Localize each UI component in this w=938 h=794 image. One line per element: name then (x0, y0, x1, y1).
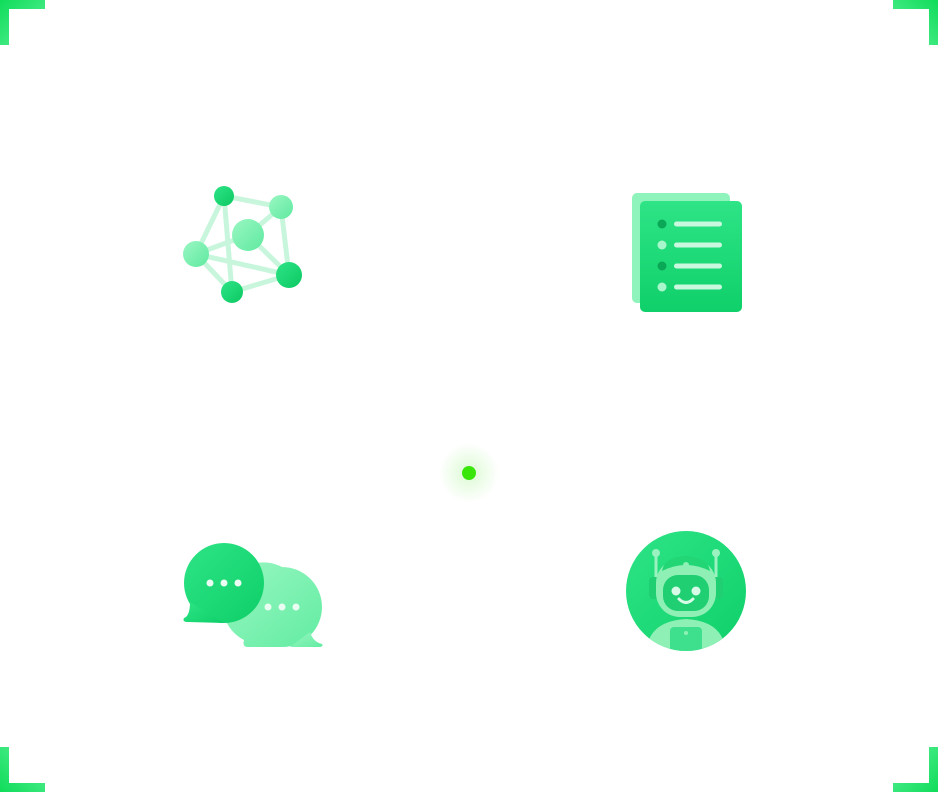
corner-bracket-top-left (0, 0, 46, 46)
chat-bubbles-icon (180, 540, 326, 652)
center-dot (439, 443, 499, 503)
corner-bracket-bottom-left (0, 746, 46, 792)
document-list-icon (628, 190, 746, 316)
robot-avatar-icon (624, 529, 748, 653)
corner-bracket-bottom-right (892, 746, 938, 792)
network-graph-icon (180, 182, 306, 306)
corner-bracket-top-right (892, 0, 938, 46)
